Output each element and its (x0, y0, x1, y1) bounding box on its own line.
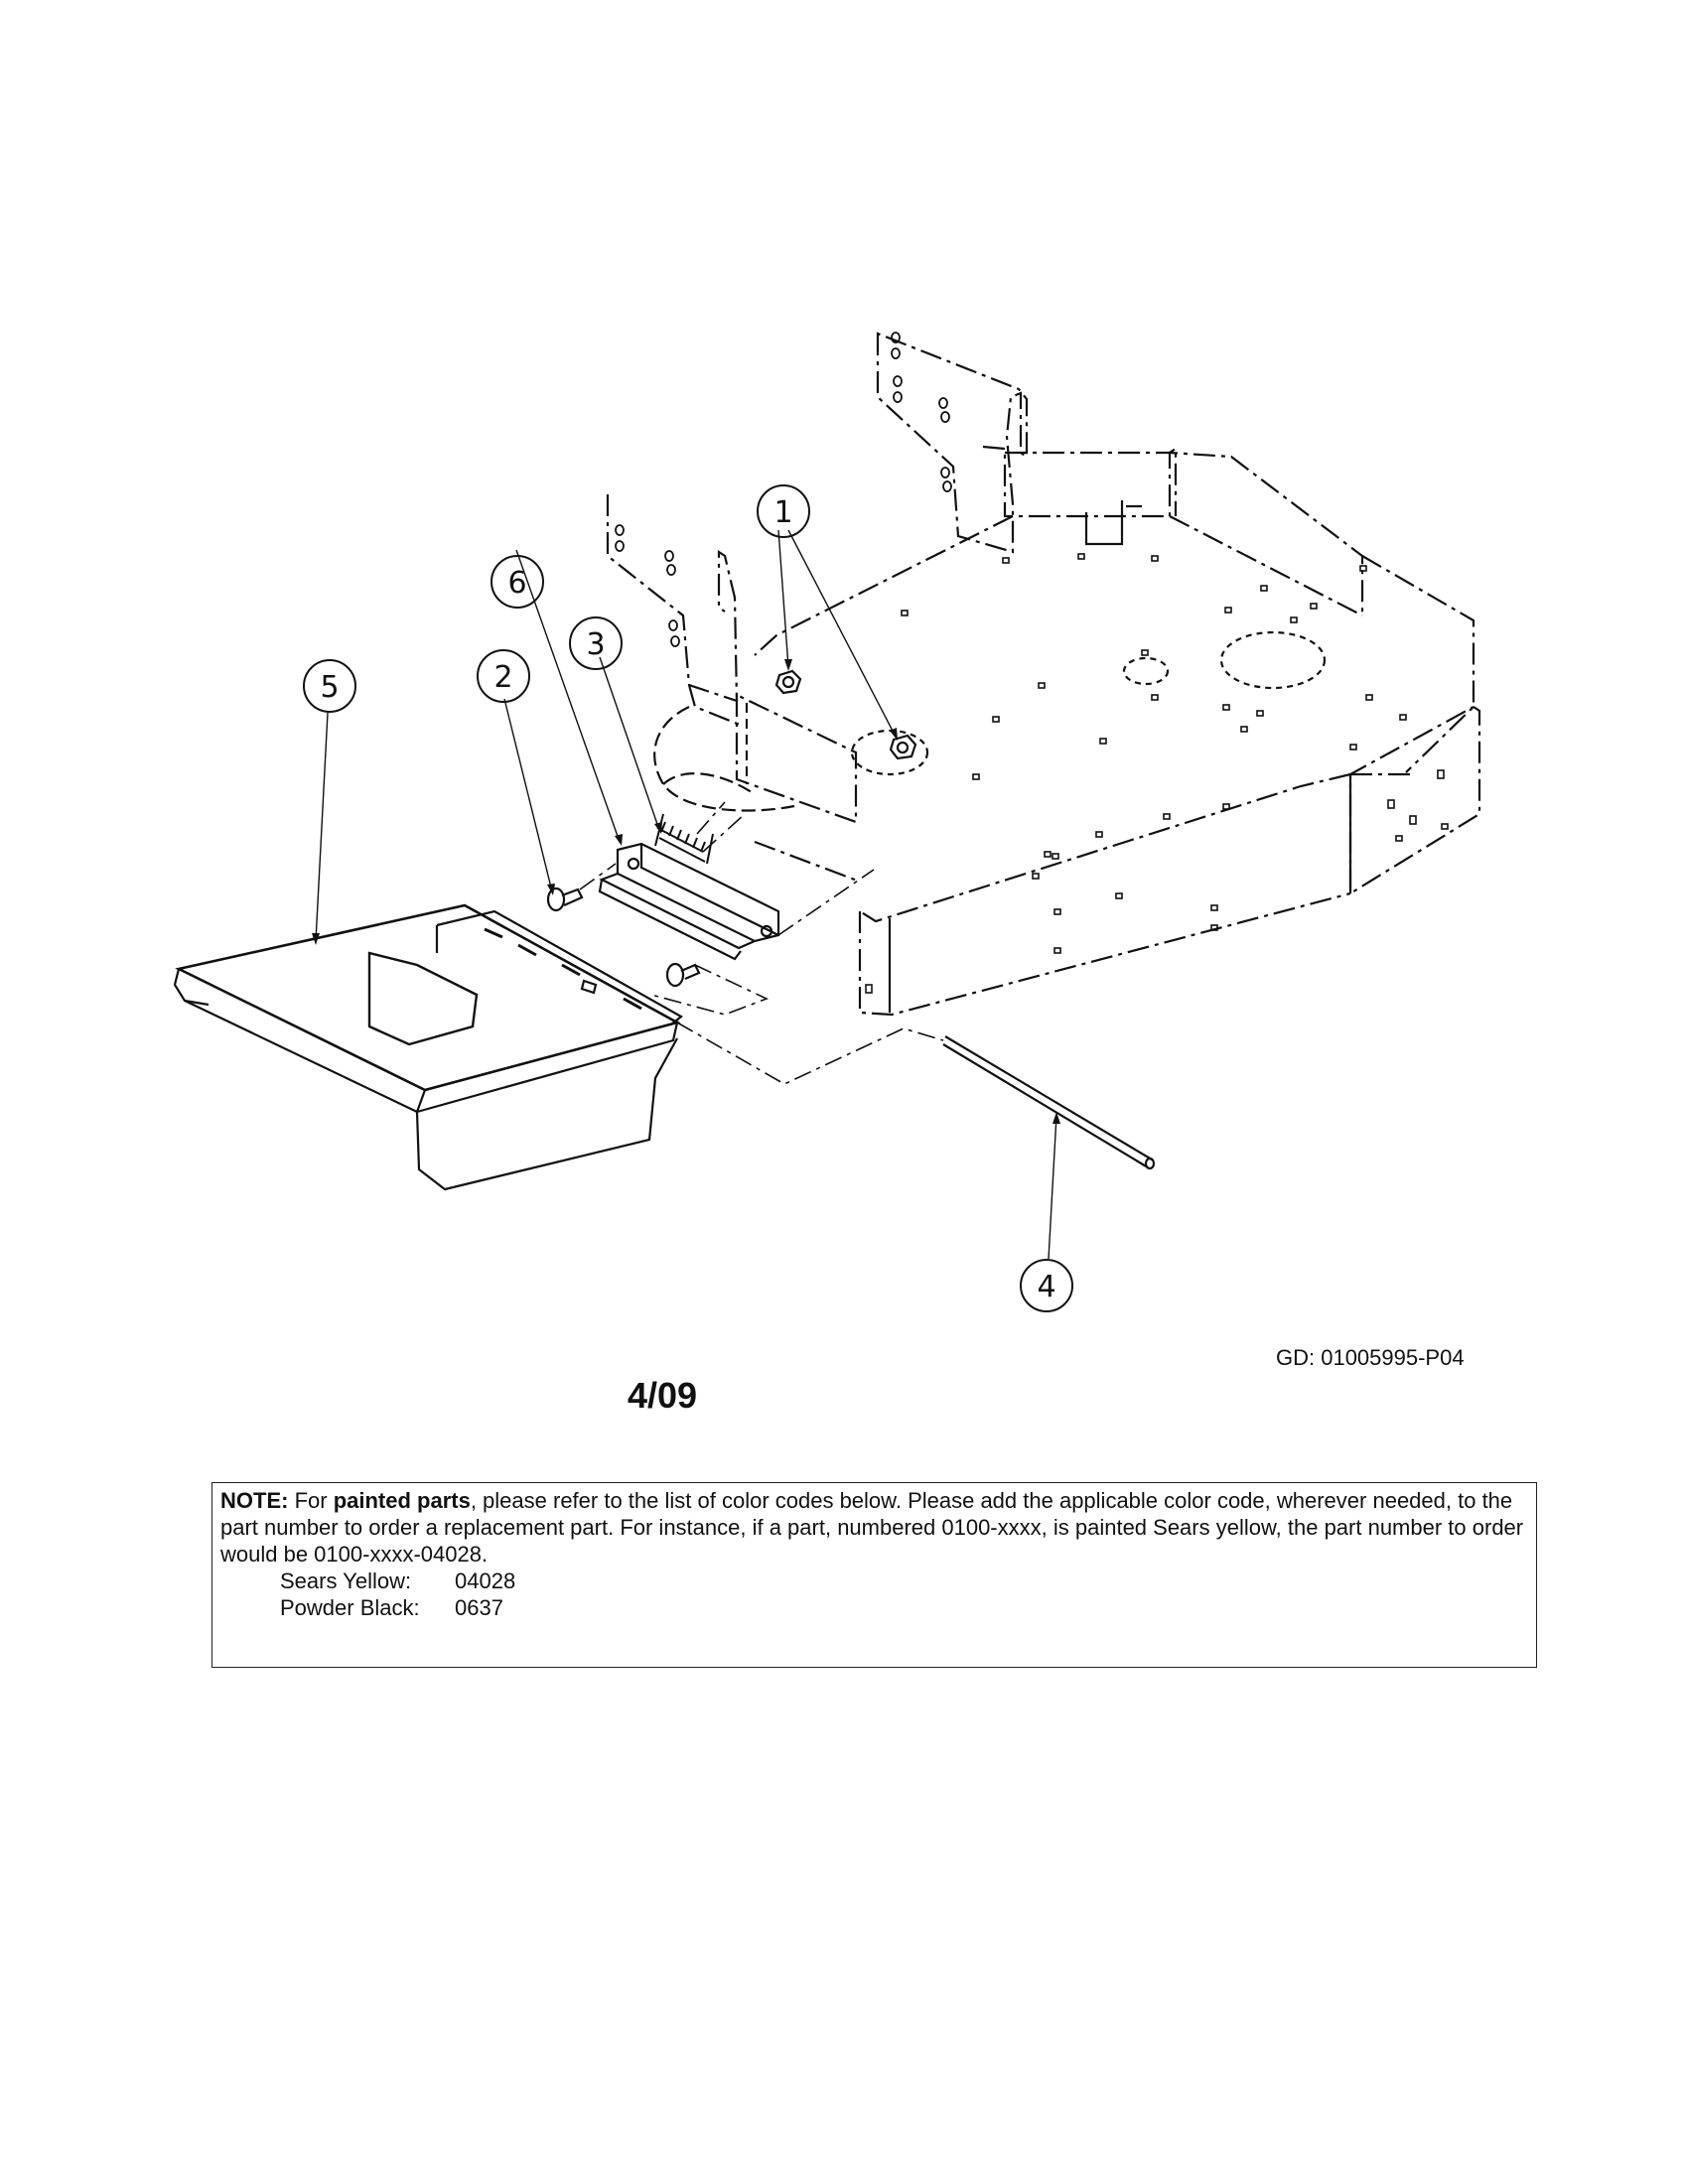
color-code: 0637 (455, 1595, 503, 1620)
drawing-code: GD: 01005995-P04 (1276, 1345, 1465, 1370)
nut-part-1 (774, 669, 917, 760)
deck-hole-pattern (865, 553, 1449, 994)
discharge-chute-part-5 (173, 903, 683, 1191)
callout-3: 3 (569, 616, 623, 670)
color-code-row: Sears Yellow: 04028 (220, 1568, 1528, 1594)
note-paragraph: NOTE: For painted parts, please refer to… (220, 1487, 1528, 1568)
mower-deck (606, 332, 1481, 1017)
mount-plate-holes (615, 332, 952, 647)
note-label: NOTE: (220, 1488, 289, 1513)
callouts: 1 6 3 2 5 4 (303, 484, 1073, 1312)
callout-5-label: 5 (320, 670, 339, 705)
color-code: 04028 (455, 1569, 516, 1593)
clevis-pin-part-2 (546, 887, 701, 988)
assembly-lines (579, 801, 944, 1085)
note-bold-text: painted parts (333, 1488, 471, 1513)
callout-4-label: 4 (1037, 1270, 1055, 1304)
color-code-note: NOTE: For painted parts, please refer to… (211, 1482, 1537, 1668)
callout-2-label: 2 (493, 660, 512, 695)
callout-6: 6 (491, 555, 544, 609)
hinge-rod-part-4 (942, 1035, 1156, 1170)
callout-3-label: 3 (586, 627, 605, 662)
color-code-row: Powder Black: 0637 (220, 1594, 1528, 1621)
note-text-c: , please refer to the list of color code… (220, 1488, 1524, 1567)
leader-arrowheads (312, 659, 1060, 1124)
callout-6-label: 6 (507, 566, 526, 601)
hinge-bracket-part-6 (598, 842, 780, 961)
note-text-a: For (288, 1488, 334, 1513)
callout-2: 2 (477, 649, 530, 703)
callout-5: 5 (303, 659, 356, 713)
callout-1: 1 (757, 484, 810, 538)
leader-lines (315, 529, 1057, 1260)
callout-1-label: 1 (773, 495, 792, 530)
callout-4: 4 (1020, 1259, 1073, 1312)
color-name: Sears Yellow: (280, 1569, 412, 1593)
color-name: Powder Black: (280, 1595, 420, 1620)
spring-part-3 (654, 813, 714, 865)
page-stamp: 4/09 (628, 1375, 698, 1416)
